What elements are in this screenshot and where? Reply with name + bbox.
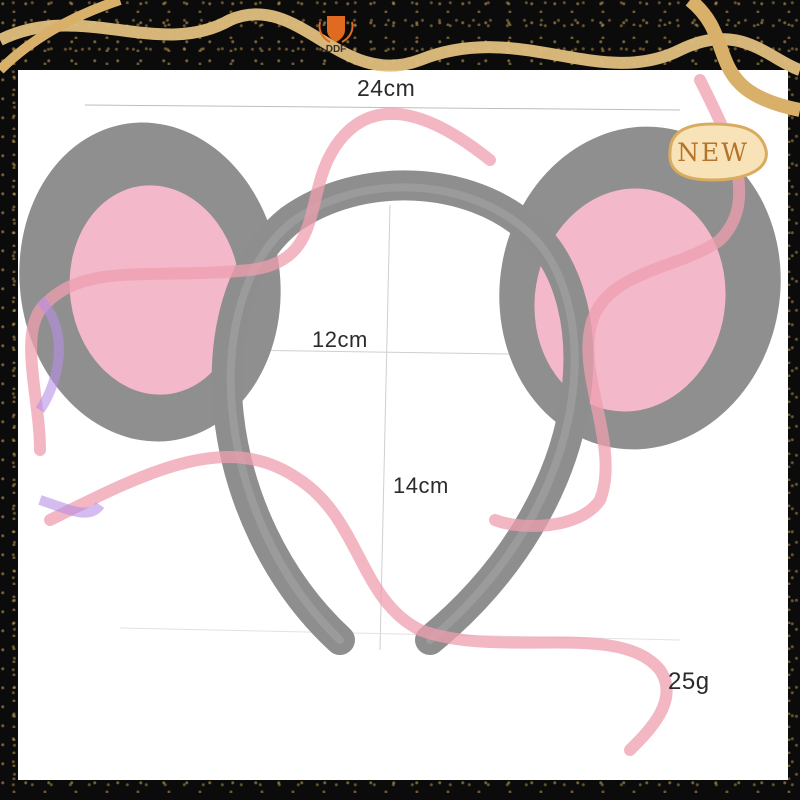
lavender-ribbon-accent-2 [38, 495, 105, 518]
inner-width-label: 12cm [312, 327, 368, 352]
pink-ribbon-1 [25, 107, 496, 456]
width-line [84, 104, 681, 111]
brand-logo: DDF [316, 12, 356, 55]
height-line [379, 204, 391, 651]
gold-ribbon-right [685, 0, 800, 117]
width-label: 24cm [357, 75, 416, 101]
gold-ribbon-top [0, 8, 800, 76]
pink-ribbon-3 [489, 74, 746, 532]
brand-shield-icon [327, 16, 345, 42]
height-label: 14cm [393, 473, 449, 498]
gold-ribbon-left [0, 0, 122, 74]
pink-ribbon-2 [44, 451, 673, 756]
new-badge-text: NEW [677, 138, 749, 167]
new-badge: NEW [657, 124, 769, 182]
weight-label: 25g [668, 668, 710, 695]
headband-highlight [226, 183, 579, 644]
left-ear-inner [69, 185, 241, 395]
new-badge-shape [668, 122, 768, 182]
lavender-ribbon-accent [35, 296, 64, 413]
brand-name: DDF [325, 44, 347, 55]
